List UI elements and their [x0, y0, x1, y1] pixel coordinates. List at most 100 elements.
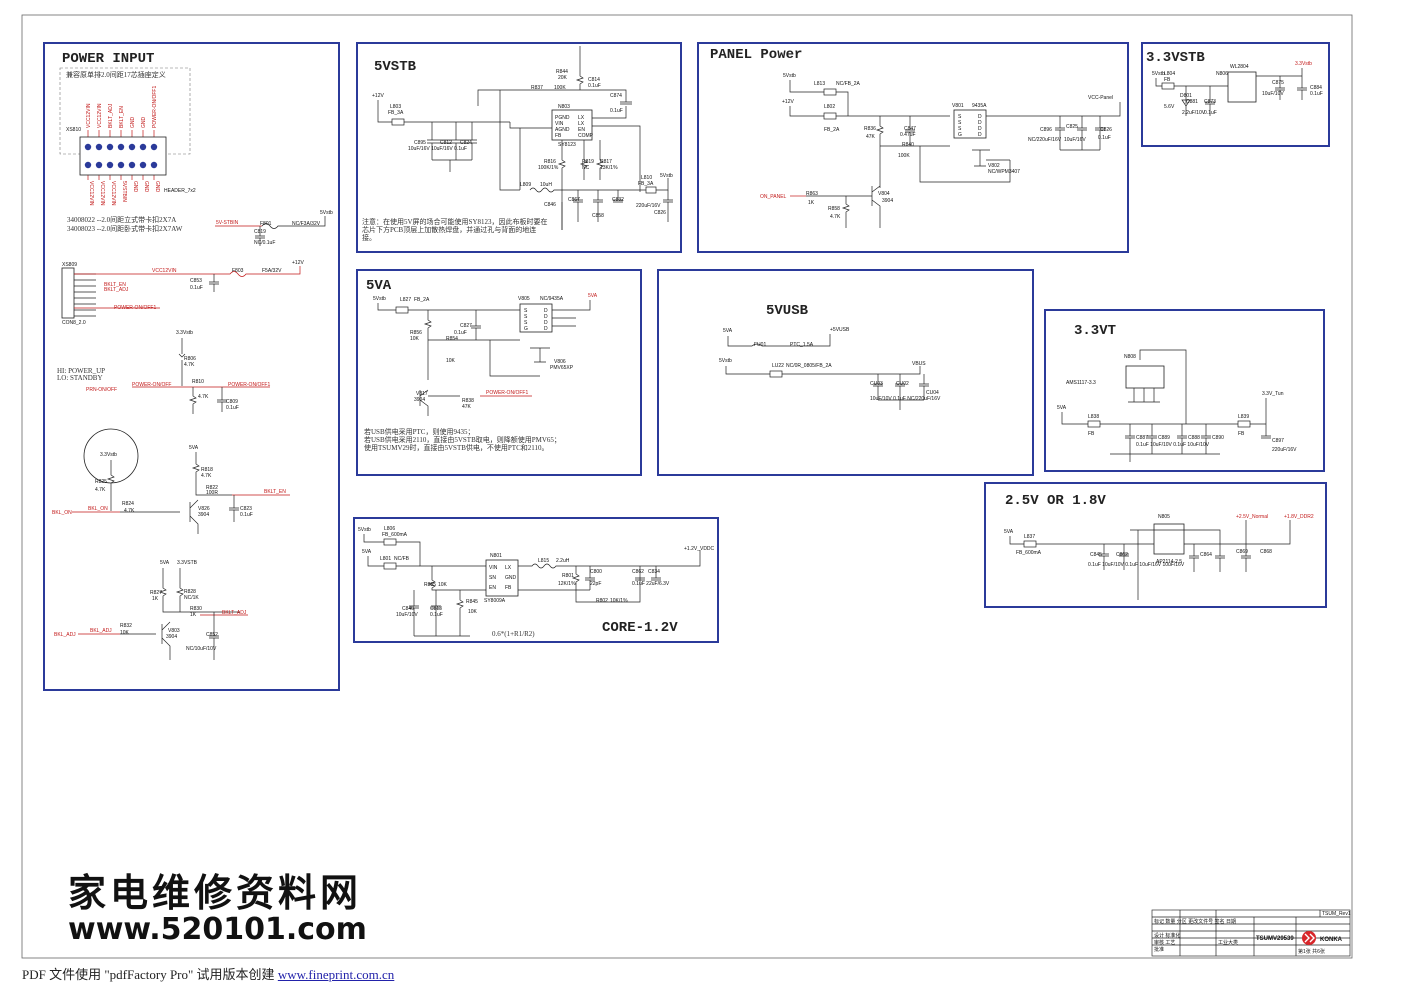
power-input-frame: [43, 42, 340, 691]
connector-pin-top-label: BKLT_ADJ: [108, 103, 114, 128]
section-5vusb: 5VUSB 5VA FU01 PTC_1.5A +5VUSB 5Vstb LU2…: [657, 269, 1034, 476]
cap-c800-val: 22pF: [590, 581, 601, 587]
net-3v3stb-out: 3.3Vstb: [1295, 61, 1312, 67]
con8-pin-lines: [74, 273, 96, 317]
connector-pin-top-label: VCC12VIN: [97, 103, 103, 128]
pdf-footer-link[interactable]: www.fineprint.com.cn: [277, 967, 395, 982]
net-5va-a: 5VA: [189, 445, 199, 451]
ind-l806: L806: [384, 526, 395, 532]
ic-n808-ref: N808: [1124, 354, 1136, 360]
cap-c819: C819: [254, 229, 266, 235]
cap-c825: C825: [1066, 124, 1078, 130]
cap-c875: C875: [1272, 80, 1284, 86]
ic-n803-ref: N803: [558, 104, 570, 110]
tb-corner: TSUM_Rev1: [1322, 911, 1351, 917]
fuse-fu01-val: PTC_1.5A: [790, 342, 814, 348]
cap-cu04: CU04: [926, 390, 939, 396]
ic-n803: [551, 109, 593, 141]
tb-row3: 审核 工艺: [1154, 939, 1175, 946]
konka-logo-icon: [1302, 931, 1316, 945]
trans-v803-val: 3904: [166, 634, 177, 640]
watermark-url: www.520101.com: [68, 912, 367, 947]
cap-c840: C840: [402, 606, 414, 612]
watermark-chinese: 家电维修资料网: [68, 870, 363, 915]
net-5vstbin: 5V-STBIN: [216, 220, 239, 226]
res-r822: R822: [206, 485, 218, 491]
cap-c853-val: 0.1uF: [190, 285, 203, 291]
trans-v804-val: 3904: [882, 198, 893, 204]
tb-row4: 批准: [1154, 946, 1164, 953]
cap-c823: C823: [240, 506, 252, 512]
net-5vstb-core: 5Vstb: [358, 527, 371, 533]
section-2v5: 2.5V OR 1.8V 5VA L837 FB_600mA N805 AP21…: [984, 482, 1327, 608]
order-note-2: 34008023 --2.0间距卧式带卡扣2X7AW: [67, 224, 183, 233]
ic-n808-part: AMS1117-3.3: [1066, 380, 1096, 386]
net-5vstb-panel: 5Vstb: [783, 73, 796, 79]
net-3v3stb-b: 3.3VSTB: [177, 560, 198, 566]
cap-c873-val: 0.1uF: [1204, 110, 1217, 116]
note-lo: LO: STANDBY: [57, 374, 103, 382]
5vusb-frame: [657, 269, 1034, 476]
res-r822-val: 100R: [206, 490, 218, 496]
outer-frame: [21, 14, 1353, 959]
section-panel-power: PANEL Power 5Vstb L813 NC/FB_2A +12V L80…: [697, 42, 1129, 253]
res-r828-val: NC/1K: [184, 595, 199, 601]
section-5va: 5VA 5Vstb L827 FB_2A V805 NC/9435A SSSGD…: [356, 269, 642, 476]
trans-v806: V806: [554, 359, 566, 365]
connector-pin-bottom-label: 5VSTBIN: [121, 181, 127, 202]
mosfet-pin-label: D: [544, 326, 548, 332]
header-pin: [150, 143, 158, 151]
net-5vstb-usb: 5Vstb: [719, 358, 732, 364]
diode-d801-val: 5.6V: [1164, 104, 1175, 110]
cap-c884-val: 0.1uF: [1310, 91, 1323, 97]
res-r810: R810: [192, 379, 204, 385]
cap-c889: C889: [1158, 435, 1170, 441]
ic-pin-label: VIN: [489, 565, 498, 571]
net-bkl-on-in: BKL_ON: [52, 510, 72, 516]
cap-cu03: CU03: [870, 381, 883, 387]
ind-l801-val: NC/FB: [394, 556, 410, 562]
cap-c826-p: C826: [1100, 127, 1112, 133]
ind-l815: L815: [538, 558, 549, 564]
3v3stb-frame: [1141, 42, 1330, 147]
net-bkl-adj-in: BKL_ADJ: [54, 632, 76, 638]
res-r801: R801: [562, 573, 574, 579]
power-input-subtitle: 兼容原单排2.0间距17芯插座定义: [66, 70, 166, 79]
net-5va-vt: 5VA: [1057, 405, 1067, 411]
res-r801-val: 12K/1%: [558, 581, 576, 587]
cap-c834: C834: [648, 569, 660, 575]
ind-l801: L801: [380, 556, 391, 562]
cap-c874-val: 0.1uF: [610, 108, 623, 114]
ic-n805-part: AP2114-2.5: [1156, 559, 1182, 565]
ic-pin-label: FB: [505, 585, 512, 591]
mosfet-pin-label: G: [958, 132, 962, 138]
header-label: HEADER_7x2: [164, 188, 196, 194]
ic-v801-part: 9435A: [972, 103, 987, 109]
l803-val: FB_3A: [388, 110, 404, 116]
mosfet-pin-label: S: [524, 308, 528, 314]
header-body: [79, 136, 167, 176]
ic-n805-ref: N805: [1158, 514, 1170, 520]
mosfet-pin-label: S: [524, 314, 528, 320]
5vstb-frame: [356, 42, 682, 253]
l813-body: [823, 88, 837, 96]
res-r828: R828: [184, 589, 196, 595]
panel-frame: [697, 42, 1129, 253]
l827-val: FB_2A: [414, 297, 430, 303]
title-block-frame: [1151, 909, 1351, 957]
res-r835-val: 10K: [438, 582, 448, 588]
cap-c825-val: 10uF/16V: [1064, 137, 1086, 143]
tb-dept: 工业大类: [1218, 939, 1238, 946]
header-pin: [95, 161, 103, 169]
ic-pin-label: SN: [489, 575, 496, 581]
section-3v3stb: 3.3VSTB 5Vstb L804 FB N806 WL2804 3.3Vst…: [1141, 42, 1330, 147]
res-r806-val: 4.7K: [184, 362, 195, 368]
cap-c812: C812: [440, 140, 452, 146]
connector-pin-bottom-label: VCC12VIN: [88, 181, 94, 206]
res-r827: R827: [150, 590, 162, 596]
ic-v801: [953, 109, 987, 139]
ic-n801-ref: N801: [490, 553, 502, 559]
trans-v817: V817: [416, 391, 428, 397]
